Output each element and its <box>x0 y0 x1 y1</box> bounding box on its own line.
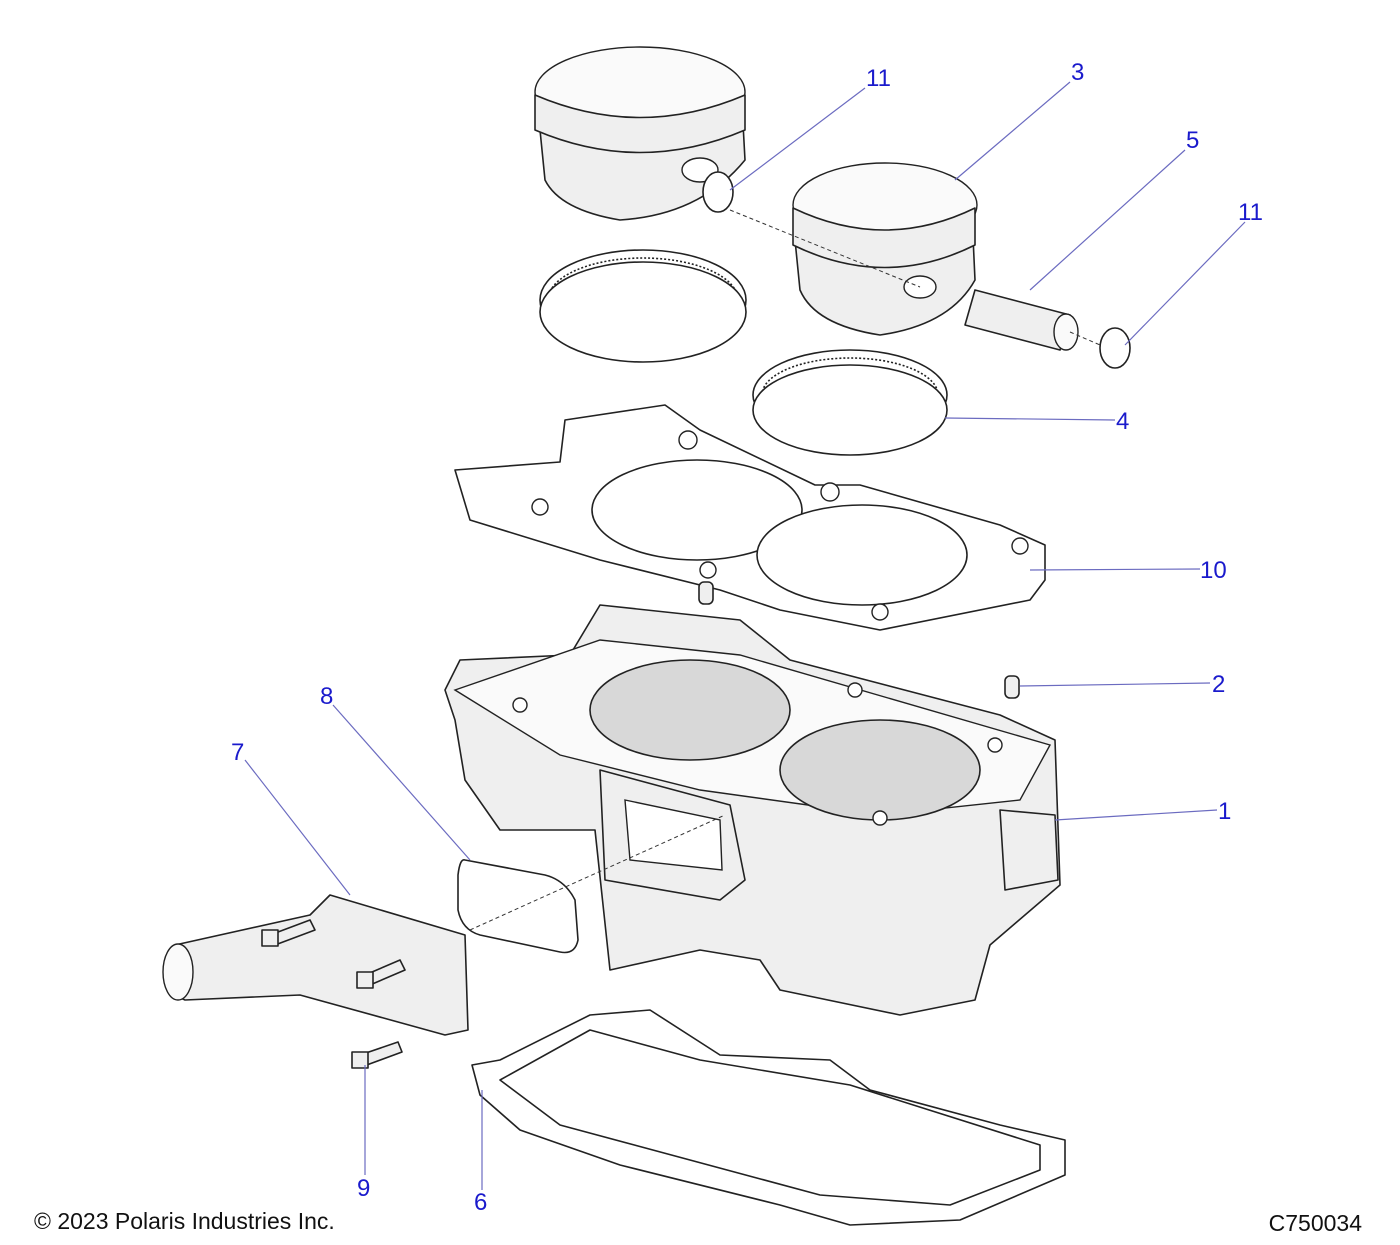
callout-2: 2 <box>1212 671 1225 698</box>
piston-rings-rear <box>539 249 747 363</box>
circlip-right <box>1099 327 1131 369</box>
cylinder-block <box>444 604 1061 1016</box>
callout-6: 6 <box>474 1189 487 1216</box>
callout-7: 7 <box>231 739 244 766</box>
bolt <box>351 1041 403 1069</box>
callout-1: 1 <box>1218 798 1231 825</box>
head-gasket <box>454 404 1046 631</box>
bolt <box>356 959 406 989</box>
piston-front <box>792 162 978 336</box>
base-gasket <box>471 1009 1066 1226</box>
figure-id: C750034 <box>1268 1210 1362 1236</box>
callout-5: 5 <box>1186 127 1199 154</box>
callout-9: 9 <box>357 1175 370 1202</box>
bolt <box>261 919 316 947</box>
callout-3: 3 <box>1071 59 1084 86</box>
water-outlet <box>162 894 469 1036</box>
piston-pin <box>964 289 1079 351</box>
piston-rings-front <box>752 349 948 456</box>
callout-11: 11 <box>1238 199 1263 226</box>
piston-rear <box>534 46 746 221</box>
callout-4: 4 <box>1116 408 1129 435</box>
leader-lines <box>244 81 1246 1190</box>
circlip-left <box>702 171 734 213</box>
callout-11: 11 <box>866 65 891 92</box>
callout-8: 8 <box>320 683 333 710</box>
dowel-pin <box>698 581 714 605</box>
outlet-seal <box>457 859 579 954</box>
copyright-notice: © 2023 Polaris Industries Inc. <box>34 1208 335 1234</box>
callout-10: 10 <box>1200 557 1227 584</box>
dowel-pin <box>1004 675 1020 699</box>
